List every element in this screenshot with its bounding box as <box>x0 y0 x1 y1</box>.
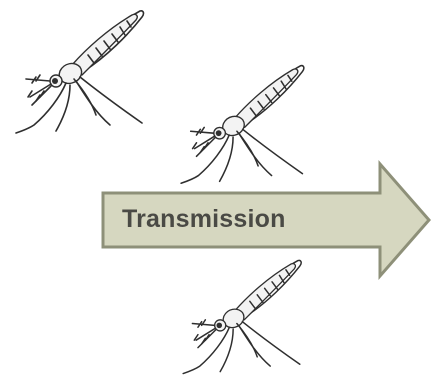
mosquito-icon <box>0 5 150 140</box>
arrow-label: Transmission <box>122 205 286 234</box>
